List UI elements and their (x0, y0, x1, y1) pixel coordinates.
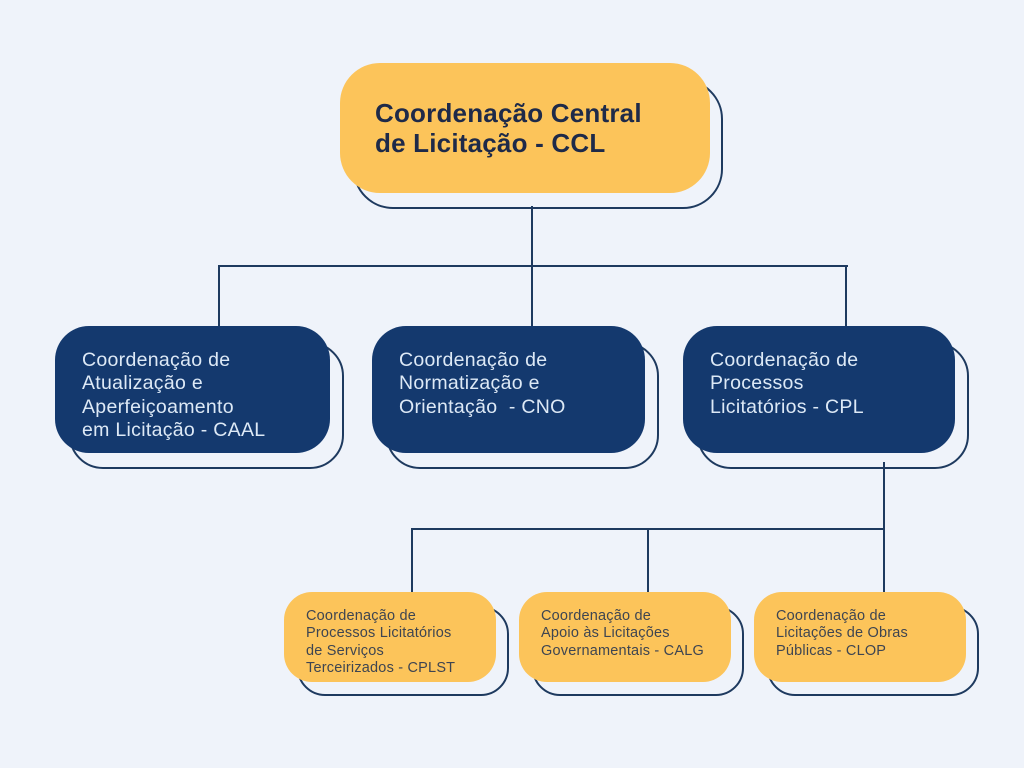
node-calg-label: Coordenação de Apoio às Licitações Gover… (541, 608, 704, 659)
connector-drop-cplst (411, 529, 413, 596)
org-node-caal: Coordenação de Atualização e Aperfeiçoam… (55, 326, 330, 453)
org-node-calg: Coordenação de Apoio às Licitações Gover… (519, 592, 731, 682)
org-node-clop: Coordenação de Licitações de Obras Públi… (754, 592, 966, 682)
node-ccl-label: Coordenação Central de Licitação - CCL (375, 97, 642, 158)
connector-drop-clop (883, 529, 885, 596)
node-cplst-label: Coordenação de Processos Licitatórios de… (306, 608, 456, 677)
org-node-cplst: Coordenação de Processos Licitatórios de… (284, 592, 496, 682)
node-cpl-label: Coordenação de Processos Licitatórios - … (710, 349, 864, 418)
org-node-ccl: Coordenação Central de Licitação - CCL (340, 63, 710, 193)
org-node-cno: Coordenação de Normatização e Orientação… (372, 326, 645, 453)
connector-cpl-stem (883, 462, 885, 530)
connector-drop-cno (531, 266, 533, 332)
connector-root-stem (531, 206, 533, 267)
org-node-cpl: Coordenação de Processos Licitatórios - … (683, 326, 955, 453)
node-caal-label: Coordenação de Atualização e Aperfeiçoam… (82, 349, 266, 442)
node-clop-label: Coordenação de Licitações de Obras Públi… (776, 608, 908, 659)
connector-drop-caal (218, 266, 220, 332)
connector-level2-rail (218, 265, 848, 267)
connector-drop-calg (647, 529, 649, 596)
connector-drop-cpl (845, 266, 847, 332)
node-cno-label: Coordenação de Normatização e Orientação… (399, 349, 566, 418)
